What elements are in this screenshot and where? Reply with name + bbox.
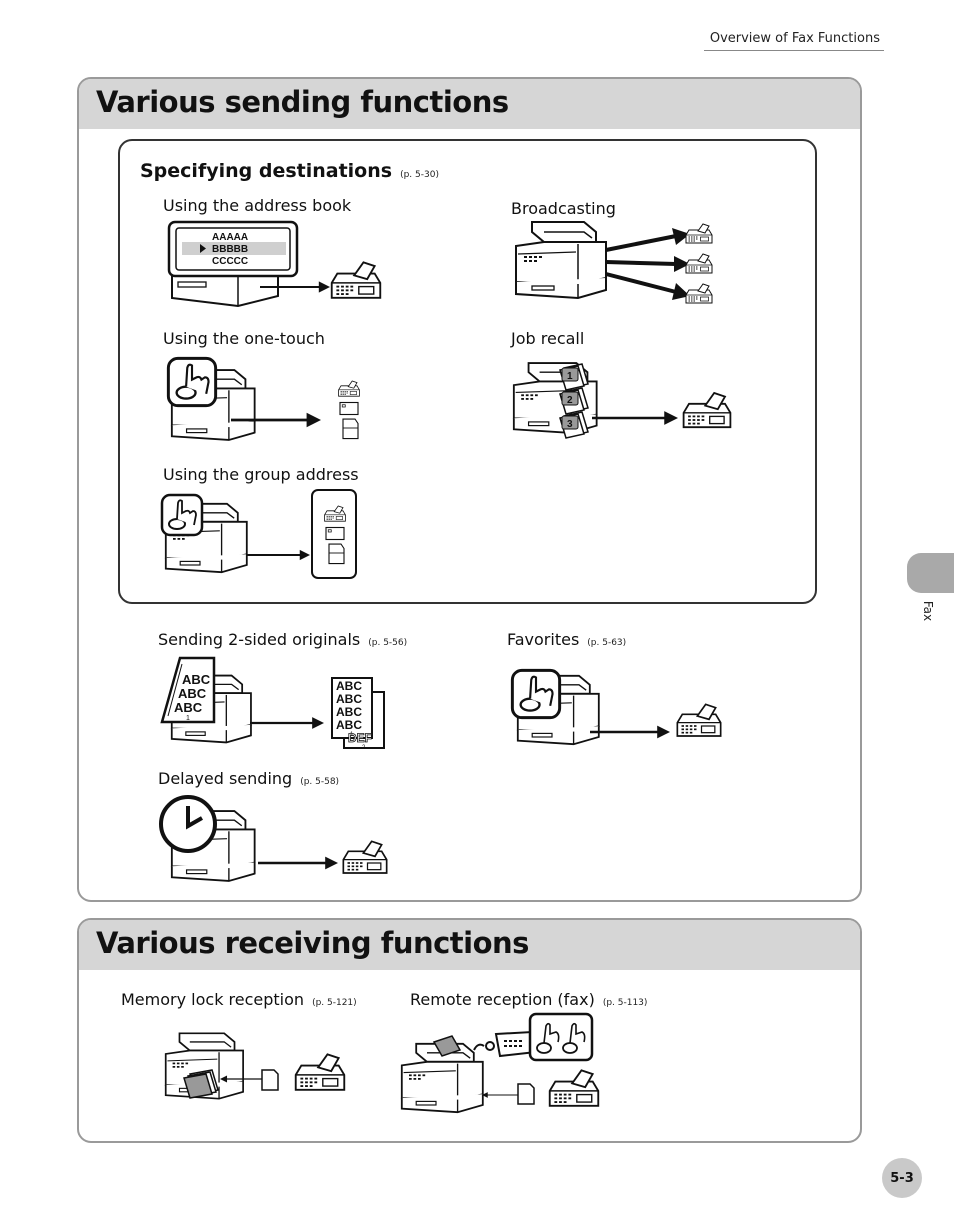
specifying-destinations-title: Specifying destinations (140, 160, 393, 182)
memory-lock-illustration (164, 1022, 350, 1112)
one-touch-illustration (166, 353, 366, 449)
remote-reception-label: Remote reception (fax) (410, 990, 595, 1009)
one-touch-label: Using the one-touch (163, 329, 325, 348)
display-line-2: BBBBB (212, 244, 248, 255)
sending-section-header: Various sending functions (79, 79, 860, 129)
chapter-side-label: Fax (921, 600, 935, 622)
specifying-destinations-heading: Specifying destinations (p. 5-30) (140, 160, 439, 182)
job-badge-3: 3 (567, 419, 573, 430)
job-badge-1: 1 (567, 371, 573, 382)
copy-text-1: ABC (336, 679, 362, 693)
display-line-1: AAAAA (212, 232, 248, 243)
remote-reception-heading: Remote reception (fax) (p. 5-113) (410, 990, 647, 1009)
favorites-illustration (510, 663, 726, 753)
two-sided-illustration: ABC ABC ABC 1 ABC ABC ABC ABC 1 DEF 2 (160, 656, 390, 752)
job-recall-illustration: 1 2 3 (512, 354, 734, 444)
back-text: DEF (348, 731, 372, 745)
two-sided-heading: Sending 2-sided originals (p. 5-56) (158, 630, 407, 649)
copy-text-2: ABC (336, 692, 362, 706)
group-address-illustration (160, 488, 362, 582)
job-badge-2: 2 (567, 395, 573, 406)
remote-reception-ref: (p. 5-113) (602, 998, 648, 1008)
copy-page-2: 2 (362, 745, 366, 751)
address-book-illustration: AAAAA BBBBB CCCCC (167, 218, 388, 310)
two-sided-ref: (p. 5-56) (368, 638, 408, 648)
display-line-3: CCCCC (212, 256, 248, 267)
chapter-side-tab (907, 553, 954, 593)
original-page-1: 1 (186, 715, 190, 722)
copy-text-3: ABC (336, 705, 362, 719)
remote-reception-illustration (400, 1012, 604, 1118)
favorites-label: Favorites (507, 630, 580, 649)
favorites-ref: (p. 5-63) (587, 638, 627, 648)
favorites-heading: Favorites (p. 5-63) (507, 630, 626, 649)
broadcasting-illustration (514, 218, 718, 316)
front-text-2: ABC (178, 686, 207, 701)
receiving-section-header: Various receiving functions (79, 920, 860, 970)
receiving-section-title: Various receiving functions (96, 926, 529, 960)
memory-lock-label: Memory lock reception (121, 990, 305, 1009)
copy-text-4: ABC (336, 718, 362, 732)
address-book-label: Using the address book (163, 196, 352, 215)
specifying-destinations-ref: (p. 5-30) (400, 170, 439, 180)
group-address-label: Using the group address (163, 465, 359, 484)
sending-section-title: Various sending functions (96, 85, 509, 119)
memory-lock-heading: Memory lock reception (p. 5-121) (121, 990, 357, 1009)
delayed-ref: (p. 5-58) (300, 777, 340, 787)
job-recall-label: Job recall (511, 329, 585, 348)
front-text-3: ABC (174, 700, 203, 715)
delayed-heading: Delayed sending (p. 5-58) (158, 769, 339, 788)
front-text-1: ABC (182, 672, 211, 687)
broadcasting-label: Broadcasting (511, 199, 616, 218)
two-sided-label: Sending 2-sided originals (158, 630, 361, 649)
delayed-illustration (158, 794, 388, 890)
copy-page-1: 1 (350, 732, 354, 738)
running-header: Overview of Fax Functions (709, 31, 880, 46)
memory-lock-ref: (p. 5-121) (312, 998, 357, 1008)
header-rule (704, 50, 884, 51)
page-number: 5-3 (882, 1158, 922, 1198)
delayed-label: Delayed sending (158, 769, 293, 788)
